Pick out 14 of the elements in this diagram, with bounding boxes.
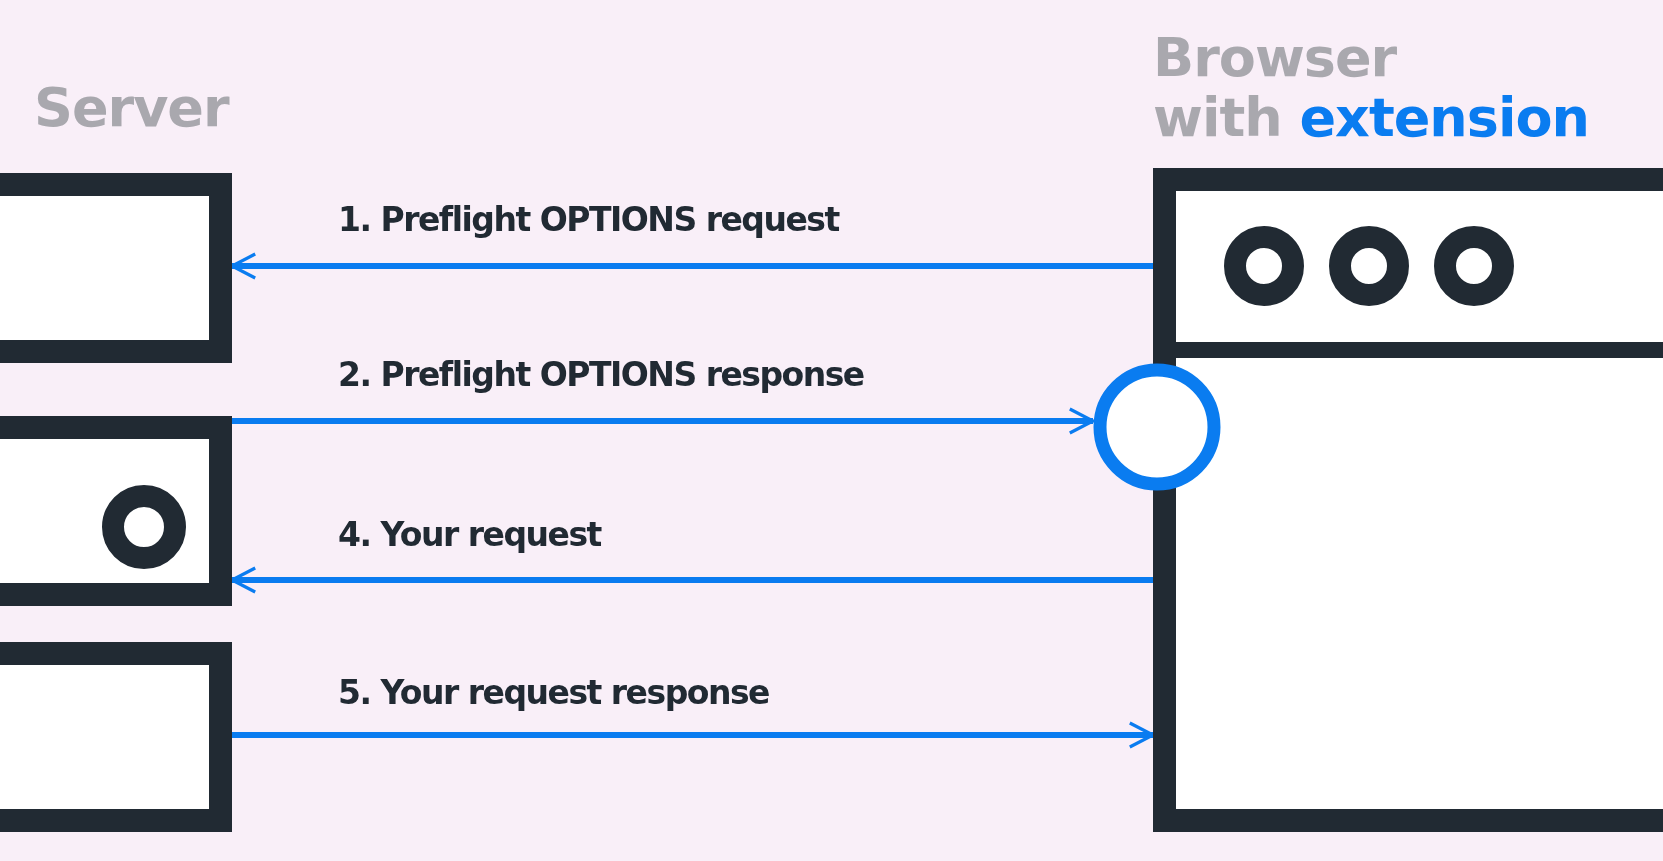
arrow [232, 407, 1095, 435]
edge-label: 5. Your request response [338, 673, 769, 712]
edge-label: 4. Your request [338, 515, 601, 554]
heading: Server [34, 78, 229, 138]
edge-label: 2. Preflight OPTIONS response [338, 355, 864, 394]
extension-circle [1093, 363, 1221, 491]
edge-label: 1. Preflight OPTIONS request [338, 200, 839, 239]
arrow [230, 566, 1153, 594]
server-box [0, 642, 232, 832]
arrow [232, 721, 1155, 749]
arrow [230, 252, 1153, 280]
heading: Browser with extension [1153, 28, 1590, 148]
server-box [0, 173, 232, 363]
server-box [0, 416, 232, 606]
